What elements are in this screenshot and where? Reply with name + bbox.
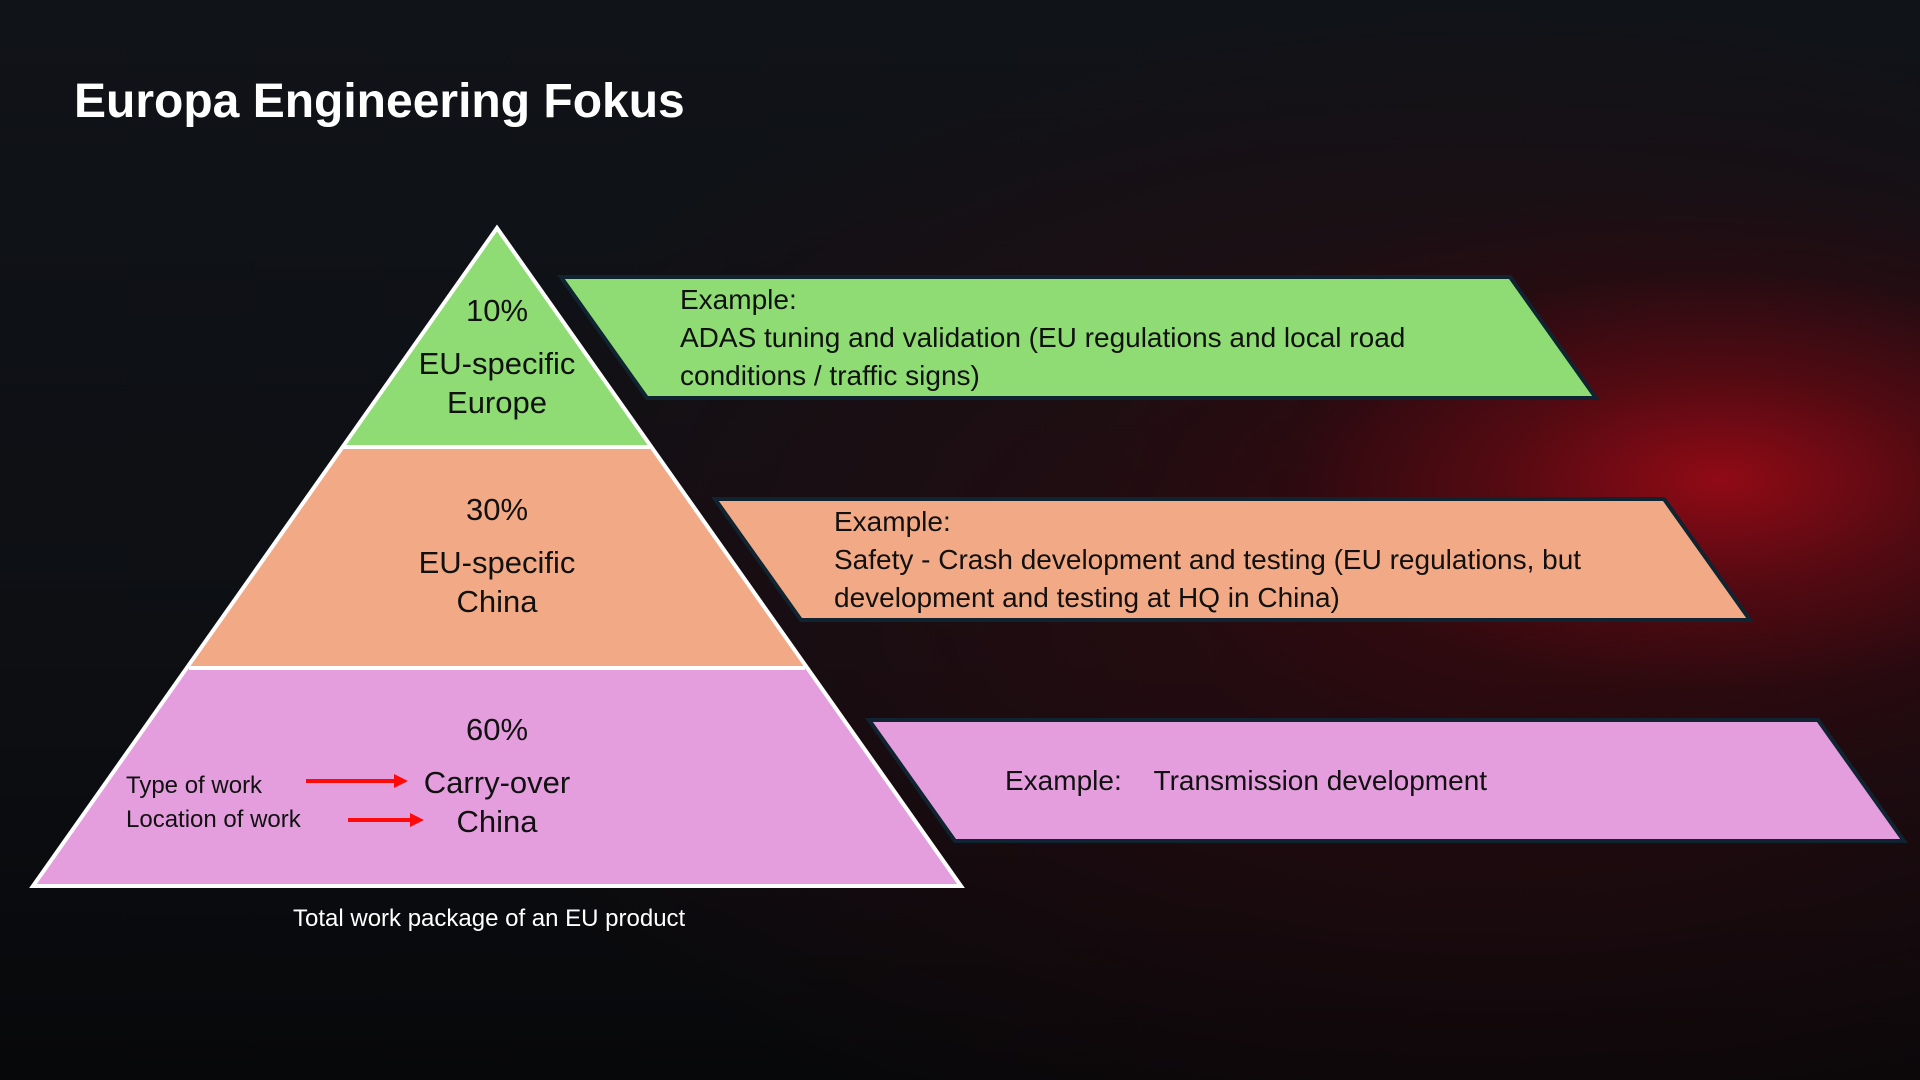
example-bottom-text: Example: Transmission development bbox=[1005, 762, 1487, 800]
example-banner-middle bbox=[711, 497, 1754, 622]
location-of-work-label: Location of work bbox=[126, 806, 301, 833]
example-bottom-heading: Example: bbox=[1005, 765, 1122, 796]
example-middle-heading: Example: bbox=[834, 506, 951, 537]
pyramid-outline bbox=[29, 224, 965, 888]
tier-middle-scope: EU-specific bbox=[418, 545, 576, 580]
arrow-location-of-work bbox=[348, 813, 424, 827]
example-bottom-line1: Transmission development bbox=[1153, 765, 1488, 796]
example-top-line1: ADAS tuning and validation (EU regulatio… bbox=[680, 322, 1406, 353]
slide-title: Europa Engineering Fokus bbox=[74, 75, 685, 128]
example-top-heading: Example: bbox=[680, 284, 797, 315]
tier-bottom-text: 60% Carry-over China bbox=[397, 710, 597, 841]
example-top-line2: conditions / traffic signs) bbox=[680, 360, 980, 391]
example-middle-text: Example: Safety - Crash development and … bbox=[834, 503, 1581, 617]
pyramid-caption: Total work package of an EU product bbox=[293, 905, 686, 932]
pyramid-tier-top bbox=[344, 228, 650, 447]
tier-top-percent: 10% bbox=[465, 293, 529, 328]
tier-top-text: 10% EU-specific Europe bbox=[397, 291, 597, 422]
tier-bottom-location: China bbox=[456, 804, 538, 839]
pyramid-tier-middle bbox=[189, 447, 805, 668]
arrow-type-of-work bbox=[306, 774, 408, 788]
example-top-text: Example: ADAS tuning and validation (EU … bbox=[680, 281, 1405, 395]
tier-middle-percent: 30% bbox=[465, 492, 529, 527]
example-banner-bottom bbox=[865, 718, 1908, 843]
example-middle-line1: Safety - Crash development and testing (… bbox=[834, 544, 1582, 575]
tier-bottom-percent: 60% bbox=[465, 712, 529, 747]
type-of-work-label: Type of work bbox=[126, 772, 263, 799]
example-banner-top bbox=[557, 275, 1600, 400]
tier-middle-text: 30% EU-specific China bbox=[397, 490, 597, 621]
tier-top-scope: EU-specific bbox=[418, 346, 576, 381]
example-middle-line2: development and testing at HQ in China) bbox=[834, 582, 1340, 613]
tier-top-location: Europe bbox=[447, 385, 547, 420]
pyramid-tier-bottom bbox=[33, 668, 961, 886]
tier-middle-location: China bbox=[456, 584, 538, 619]
tier-bottom-scope: Carry-over bbox=[423, 765, 571, 800]
